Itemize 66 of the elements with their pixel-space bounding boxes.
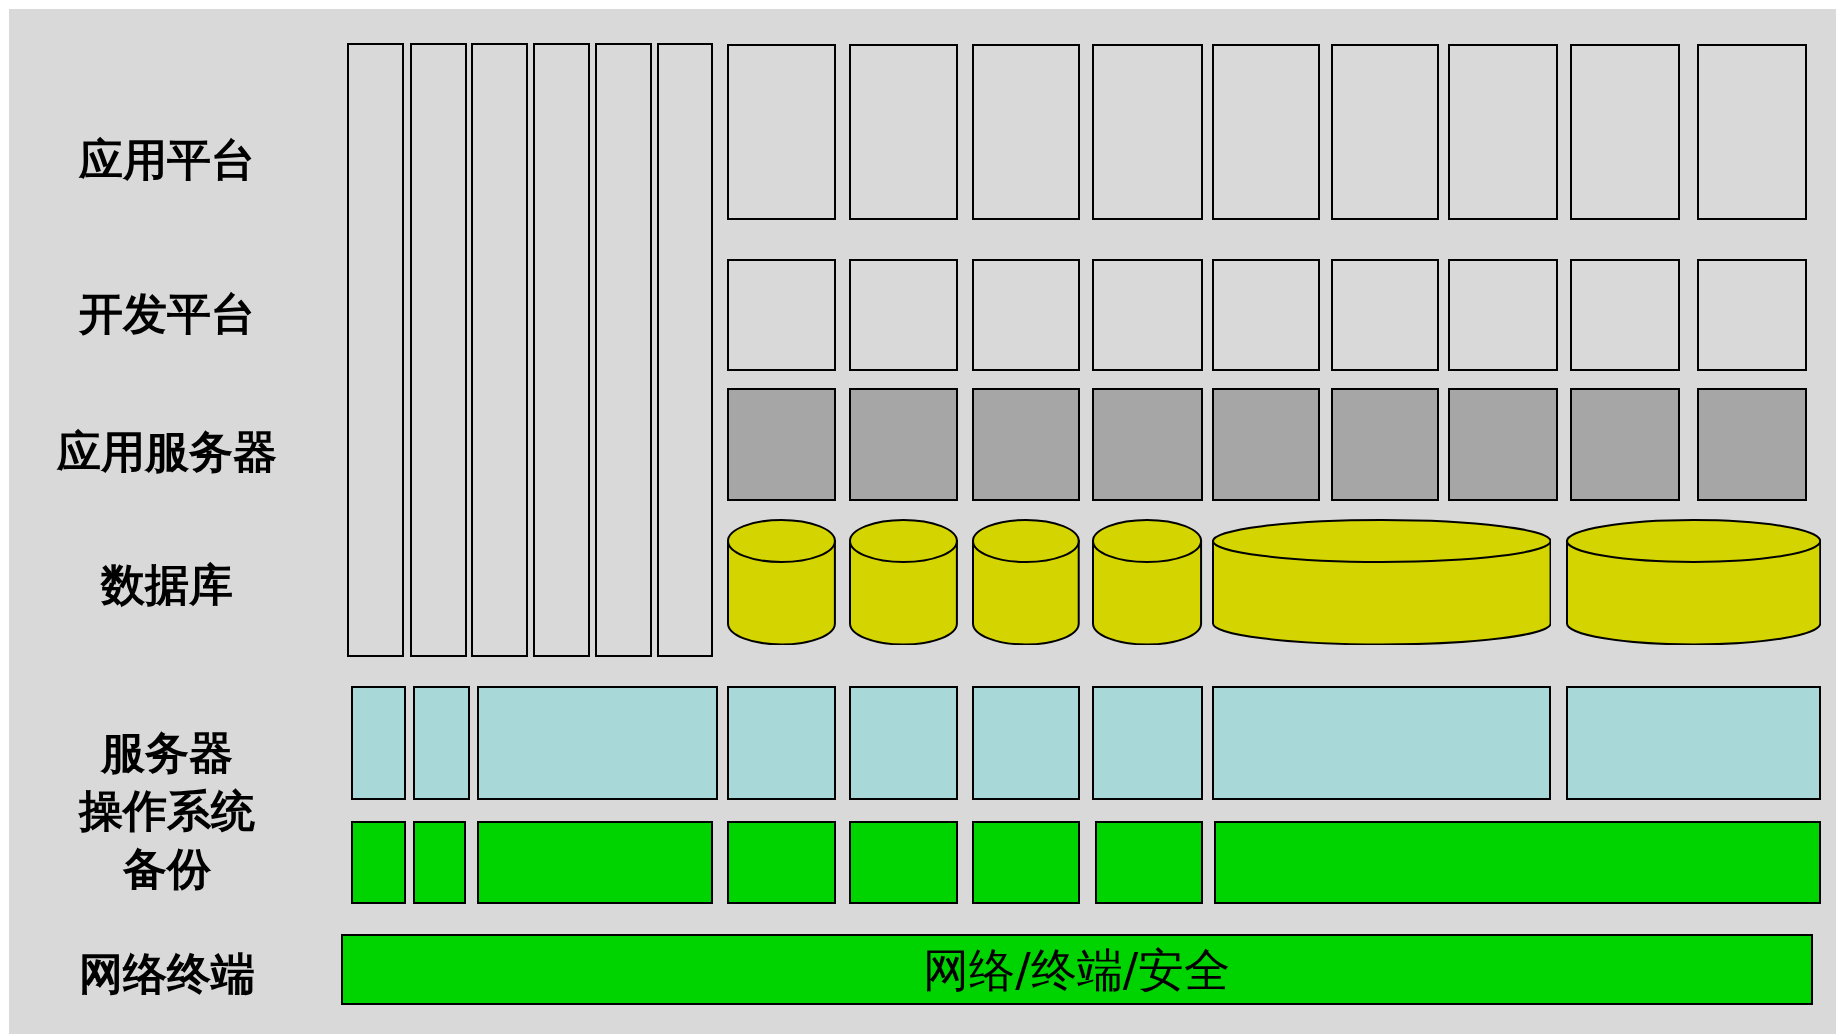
database-cylinder [1565,518,1821,646]
module-box [1570,258,1681,372]
backup-box [727,820,836,904]
os-box [1211,686,1552,800]
tall-column-box [656,43,714,657]
server-box [1331,387,1440,502]
database-cylinder [1211,518,1552,646]
module-box [971,44,1080,221]
backup-box [1094,820,1203,904]
tall-column-box [532,43,591,657]
os-box [848,686,958,800]
module-box [1211,44,1320,221]
backup-box [413,820,466,904]
tall-column-box [470,43,529,657]
module-box [1448,258,1559,372]
module-box [727,44,836,221]
database-cylinder [971,518,1080,646]
row-label: 备份 [122,842,213,895]
tall-column-box [346,43,404,657]
module-box [1092,44,1203,221]
os-box [351,686,407,800]
module-box [971,258,1080,372]
server-box [1211,387,1320,502]
row-label: 应用平台 [77,134,257,187]
backup-box [971,820,1080,904]
server-box [971,387,1080,502]
module-box [1696,258,1807,372]
server-box [1448,387,1559,502]
tall-column-box [594,43,653,657]
database-cylinder [727,518,836,646]
server-box [727,387,836,502]
module-box [1448,44,1559,221]
module-box [848,44,958,221]
server-box [1696,387,1807,502]
os-box [476,686,718,800]
backup-box [1214,820,1821,904]
row-label: 网络终端 [78,948,257,1001]
network-bar [340,934,1813,1005]
os-box [1565,686,1821,800]
server-box [848,387,958,502]
database-cylinder [1092,518,1203,646]
backup-box [848,820,958,904]
server-box [1092,387,1203,502]
module-box [727,258,836,372]
os-box [971,686,1080,800]
row-label: 应用服务器 [55,425,279,478]
row-label: 数据库 [99,559,235,612]
module-box [1211,258,1320,372]
module-box [1696,44,1807,221]
os-box [727,686,836,800]
os-box [413,686,470,800]
module-box [1092,258,1203,372]
backup-box [476,820,714,904]
module-box [1570,44,1681,221]
database-cylinder [848,518,958,646]
bar-title: 网络/终端/安全 [923,946,1231,993]
backup-box [351,820,407,904]
server-box [1570,387,1681,502]
os-box [1092,686,1203,800]
module-box [848,258,958,372]
row-label: 开发平台 [78,287,257,340]
module-box [1331,44,1440,221]
row-label: 服务器 [99,726,235,779]
tall-column-box [409,43,468,657]
row-label: 操作系统 [77,785,257,838]
module-box [1331,258,1440,372]
